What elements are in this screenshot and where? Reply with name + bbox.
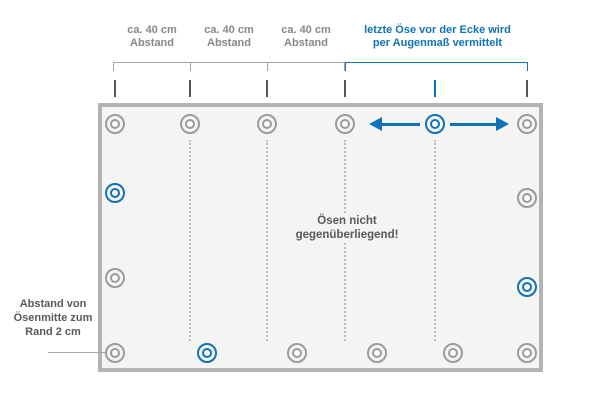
eyelet-gray-icon	[517, 188, 537, 208]
eyelet-gray-icon	[517, 114, 537, 134]
eyelet-blue-icon	[517, 277, 537, 297]
position-tick	[266, 80, 268, 97]
opposite-eyelets-note: Ösen nicht gegenüberliegend!	[272, 214, 422, 242]
eyelet-gray-icon	[287, 343, 307, 363]
edge-distance-note: Abstand von Ösenmitte zum Rand 2 cm	[13, 298, 93, 338]
spacing-label-2: ca. 40 cm Abstand	[204, 24, 254, 49]
eyelet-gray-icon	[105, 268, 125, 288]
measure-bracket-blue	[345, 62, 528, 72]
eyelet-gray-icon	[180, 114, 200, 134]
spacing-label-3: ca. 40 cm Abstand	[281, 24, 331, 49]
position-tick	[526, 80, 528, 97]
arrow-left-icon	[369, 117, 420, 131]
eyelet-blue-icon	[105, 183, 125, 203]
eyelet-gray-icon	[335, 114, 355, 134]
eyelet-gray-icon	[257, 114, 277, 134]
position-tick	[114, 80, 116, 97]
arrow-right-icon	[450, 117, 509, 131]
eyelet-gray-icon	[367, 343, 387, 363]
position-tick	[189, 80, 191, 97]
bracket-tick	[527, 63, 528, 71]
position-tick	[344, 80, 346, 97]
spacing-label-1: ca. 40 cm Abstand	[127, 24, 177, 49]
bracket-tick	[190, 63, 191, 71]
measure-bracket-gray	[113, 62, 345, 72]
eyelet-blue-icon	[425, 114, 445, 134]
position-tick	[434, 80, 436, 97]
dotted-guide-line	[189, 140, 191, 341]
dotted-guide-line	[266, 140, 268, 341]
eyelet-gray-icon	[443, 343, 463, 363]
bracket-tick	[113, 63, 114, 71]
eyelet-blue-icon	[197, 343, 217, 363]
bracket-tick	[267, 63, 268, 71]
eyelet-gray-icon	[105, 114, 125, 134]
callout-line	[48, 352, 114, 353]
bracket-tick	[344, 63, 345, 71]
dotted-guide-line	[434, 140, 436, 341]
bracket-tick	[345, 63, 346, 71]
corner-eyelet-note: letzte Öse vor der Ecke wird per Augenma…	[364, 24, 511, 49]
eyelet-gray-icon	[517, 343, 537, 363]
eyelet-gray-icon	[105, 343, 125, 363]
